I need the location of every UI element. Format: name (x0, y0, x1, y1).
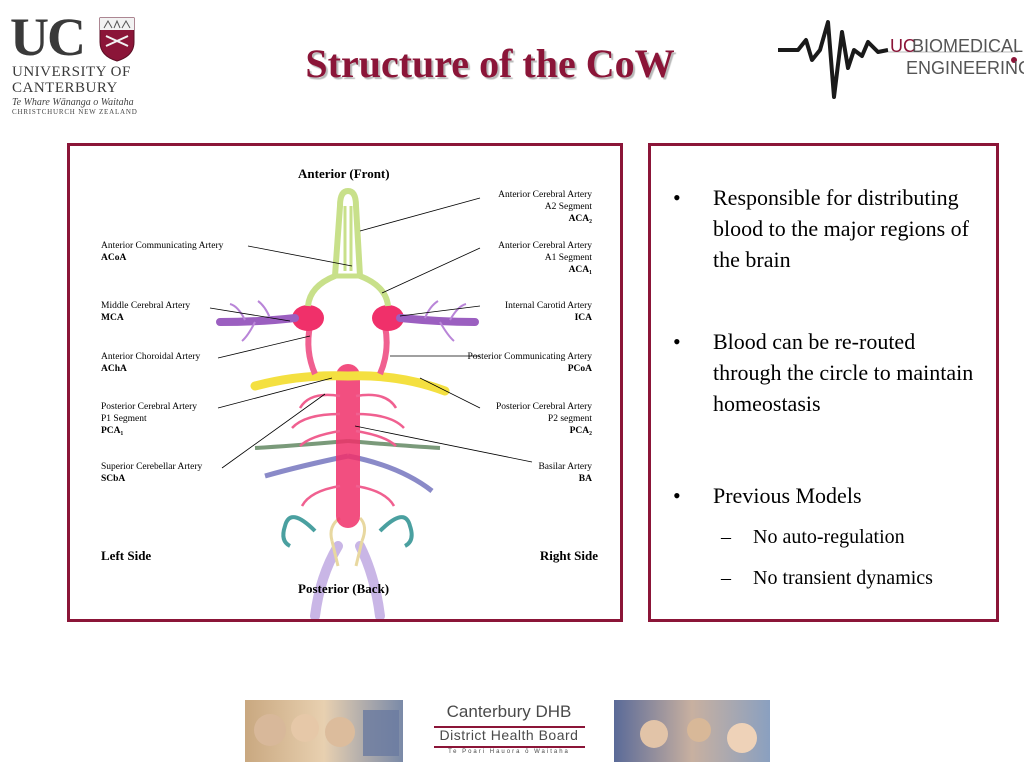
bullet-item: • Previous Models (669, 480, 989, 511)
uc-logo-letters: UC (10, 7, 86, 67)
uc-maori-name: Te Whare Wānanga o Waitaha (12, 97, 134, 108)
bullet-marker: • (673, 483, 681, 508)
uc-city: CHRISTCHURCH NEW ZEALAND (12, 108, 138, 116)
dhb-name: Canterbury DHB (446, 702, 572, 721)
sub-bullet-marker: – (721, 567, 731, 589)
sub-bullet-item: –No transient dynamics (721, 565, 933, 591)
arteries-illustration (209, 188, 533, 619)
dhb-subtitle: District Health Board (439, 727, 579, 743)
sub-bullet-marker: – (721, 526, 731, 548)
uc-name-line2: CANTERBURY (12, 80, 118, 96)
footer-photo-right (614, 700, 770, 762)
bullet-text: Blood can be re-routed through the circl… (713, 329, 974, 416)
sub-bullet-item: –No auto-regulation (721, 524, 905, 550)
uc-name-line1: UNIVERSITY OF (12, 64, 131, 80)
left-side-label: Left Side (101, 548, 152, 563)
sub-bullet-text: No transient dynamics (753, 567, 933, 589)
bullet-marker: • (673, 329, 681, 354)
bullet-text: Previous Models (713, 483, 862, 508)
content-box: • Responsible for distributing blood to t… (648, 143, 999, 622)
anterior-label: Anterior (Front) (298, 166, 390, 181)
dhb-logo (434, 726, 585, 748)
bullet-marker: • (673, 185, 681, 210)
bullet-item: • Responsible for distributing blood to t… (669, 182, 989, 275)
footer-photo-left (245, 700, 403, 762)
slide-title: Structure of the CoW (305, 41, 675, 86)
ecg-trace-icon (778, 20, 1018, 99)
bullet-item: • Blood can be re-routed through the circ… (669, 326, 989, 419)
circle-of-willis-diagram: Anterior (Front) Posterior (Back) Left S… (67, 143, 623, 622)
posterior-label: Posterior (Back) (298, 581, 390, 596)
bme-logo-uc: UC (890, 36, 916, 56)
right-side-label: Right Side (539, 548, 598, 563)
bme-logo-line2: ENGINEERING (906, 58, 1024, 78)
sub-bullet-text: No auto-regulation (753, 526, 905, 548)
uc-crest-icon (99, 17, 135, 62)
bme-logo-line1: BIOMEDICAL (912, 36, 1024, 56)
dhb-maori: Te Poari Hauora ō Waitaha (448, 749, 570, 755)
bullet-text: Responsible for distributing blood to th… (713, 185, 970, 272)
